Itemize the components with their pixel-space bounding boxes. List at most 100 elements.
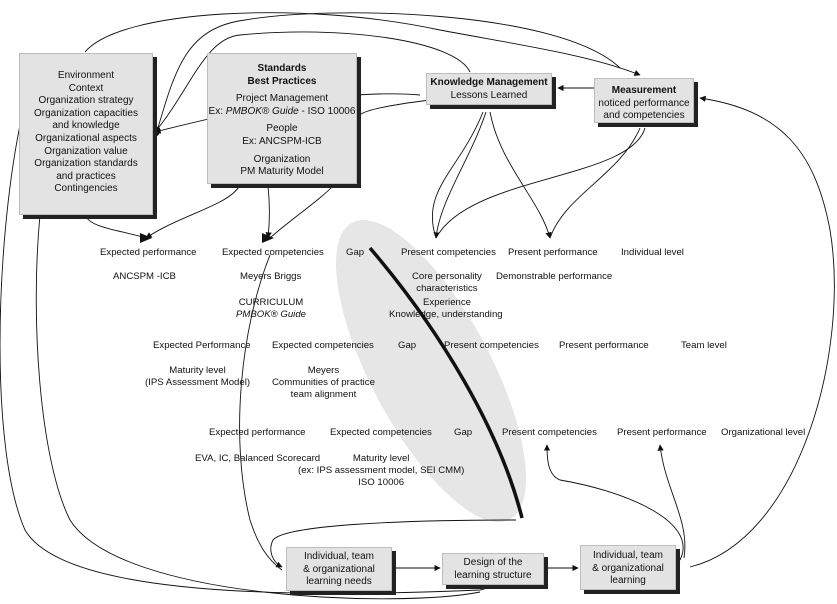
connector-env-expected — [145, 184, 241, 239]
connector-left-loop-2 — [35, 214, 481, 600]
team-gap: Gap — [398, 340, 417, 351]
connector-std-expected-perf — [84, 214, 147, 239]
team-present-performance: Present performance — [559, 340, 649, 351]
connector-km-std — [359, 99, 431, 116]
arrowhead-expected-perf — [140, 233, 152, 243]
team-maturity: Maturity level (IPS Assessment Model) — [145, 365, 250, 389]
standards-org-model: PM Maturity Model — [240, 166, 324, 178]
core-line-1: Core personality — [412, 271, 482, 282]
core-line-2: characteristics — [416, 283, 478, 294]
org-present-competencies: Present competencies — [502, 427, 597, 438]
measurement-box: Measurement noticed performance and comp… — [594, 78, 694, 123]
connector-top-loop-2 — [153, 12, 621, 139]
team-meyers-line-1: Meyers — [307, 365, 340, 376]
connector-measure-present-perf — [549, 127, 641, 239]
env-line-4: Organization capacities — [34, 107, 138, 119]
ind-curriculum: CURRICULUM PMBOK® Guide — [236, 297, 306, 321]
pm-ex-suffix: - ISO 10006 — [298, 105, 356, 117]
env-line-8: Organization standards — [34, 158, 138, 170]
connector-measure-present-comp — [435, 127, 646, 239]
ind-present-performance: Present performance — [508, 247, 598, 258]
environment-box: Environment Context Organization strateg… — [19, 53, 153, 215]
km-title: Knowledge Management — [430, 77, 548, 88]
connector-learning-present-perf — [657, 444, 686, 559]
learning-line-3: learning — [610, 575, 646, 587]
learning-line-2: & organizational — [592, 562, 664, 574]
ind-present-competencies: Present competencies — [401, 247, 496, 258]
ind-knowledge: Knowledge, understanding — [389, 309, 503, 320]
standards-title-1: Standards — [257, 63, 307, 74]
team-present-competencies: Present competencies — [444, 340, 539, 351]
org-maturity-line-1: Maturity level — [352, 453, 410, 464]
env-line-3: Organization strategy — [38, 95, 134, 107]
standards-org: Organization — [253, 153, 311, 165]
org-gap: Gap — [454, 427, 473, 438]
needs-line-3: learning needs — [306, 576, 372, 588]
connector-std-expected-comp-2 — [269, 183, 336, 239]
measurement-line-1: noticed performance — [598, 97, 690, 109]
arrowhead-expected-comp — [262, 233, 274, 243]
learning-line-1: Individual, team — [592, 550, 664, 561]
standards-title-2: Best Practices — [247, 75, 317, 87]
connector-left-loop-3 — [239, 254, 283, 571]
env-line-5: and knowledge — [52, 120, 120, 132]
measurement-title: Measurement — [611, 85, 677, 96]
ind-demonstrable: Demonstrable performance — [496, 271, 613, 282]
team-meyers-line-2: Communities of practice — [272, 377, 375, 388]
connector-km-present-perf — [489, 111, 552, 239]
connector-std-expected-comp — [265, 185, 272, 239]
connector-km-present-comp-2 — [431, 111, 484, 239]
env-line-10: Contingencies — [54, 183, 118, 195]
team-maturity-line-2: (IPS Assessment Model) — [145, 377, 251, 388]
standards-pm: Project Management — [235, 93, 329, 105]
ind-expected-performance: Expected performance — [100, 247, 197, 258]
standards-people: People — [266, 123, 298, 135]
ind-expected-competencies: Expected competencies — [222, 247, 324, 258]
env-line-6: Organizational aspects — [35, 132, 137, 144]
org-maturity-line-3: ISO 10006 — [358, 477, 405, 488]
env-line-2: Context — [68, 82, 104, 94]
measurement-line-2: and competencies — [603, 110, 685, 122]
ind-gap: Gap — [346, 247, 365, 258]
ind-level: Individual level — [621, 247, 684, 258]
gap-ellipse — [335, 220, 527, 522]
design-box: Design of the learning structure — [442, 553, 544, 585]
org-maturity: Maturity level (ex: IPS assessment model… — [298, 453, 464, 489]
connector-top-loop-1 — [84, 12, 641, 76]
connector-left-loop-1 — [0, 124, 496, 594]
standards-pm-example: Ex: PMBOK® Guide - ISO 10006 — [208, 106, 356, 119]
connector-km-present-comp — [433, 111, 487, 239]
design-line-2: learning structure — [454, 569, 532, 581]
env-line-9: and practices — [56, 170, 116, 182]
ind-meyers-briggs: Meyers Briggs — [240, 271, 302, 282]
connector-learning-measure — [689, 95, 835, 568]
standards-people-example: Ex: ANCSPM-ICB — [242, 135, 322, 147]
pmbok-line: PMBOK® Guide — [236, 309, 306, 320]
env-line-7: Organization value — [44, 145, 128, 157]
ind-core-personality: Core personality characteristics — [412, 271, 482, 295]
org-eva: EVA, IC, Balanced Scorecard — [195, 453, 321, 464]
org-present-performance: Present performance — [617, 427, 707, 438]
needs-line-2: & organizational — [303, 563, 375, 575]
pm-ex-prefix: Ex: — [208, 105, 226, 117]
org-expected-competencies: Expected competencies — [330, 427, 432, 438]
km-subtitle: Lessons Learned — [450, 89, 528, 101]
needs-line-1: Individual, team — [303, 551, 375, 562]
curriculum-line: CURRICULUM — [238, 297, 304, 308]
team-expected-competencies: Expected competencies — [272, 340, 374, 351]
team-maturity-line-1: Maturity level — [169, 365, 226, 376]
design-line-1: Design of the — [463, 557, 523, 568]
learning-needs-box: Individual, team & organizational learni… — [286, 547, 392, 591]
team-meyers-line-3: team alignment — [290, 389, 357, 400]
ind-ancspm: ANCSPM -ICB — [113, 271, 176, 282]
org-level: Organizational level — [721, 427, 806, 438]
team-expected-performance: Expected Performance — [153, 340, 251, 351]
standards-box: Standards Best Practices Project Managem… — [207, 53, 357, 184]
env-line-1: Environment — [57, 70, 115, 81]
connector-gap-needs — [270, 519, 517, 568]
connector-learning-present-comp — [543, 444, 684, 561]
ind-experience: Experience — [423, 297, 471, 308]
org-maturity-line-2: (ex: IPS assessment model, SEI CMM) — [298, 465, 465, 476]
pm-ex-italic: PMBOK® Guide — [225, 105, 299, 117]
